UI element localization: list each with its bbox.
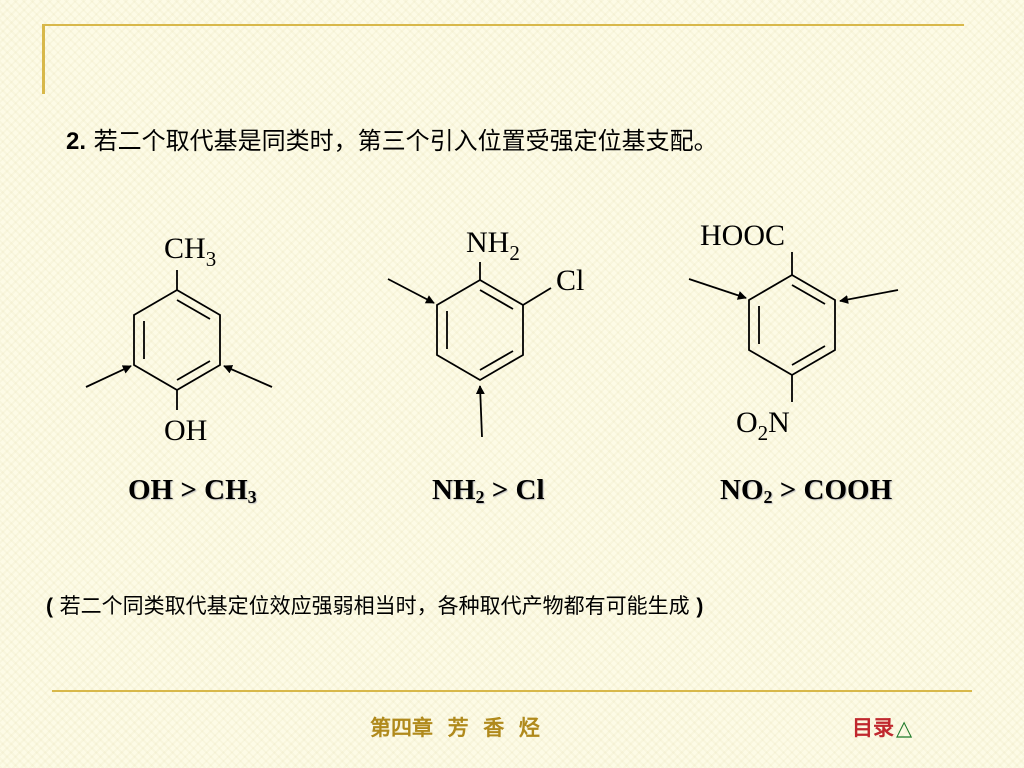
rule-oh-ch3: OH > CH3 — [128, 474, 257, 507]
ring-double-bond — [176, 299, 211, 320]
ring-double-bond — [479, 350, 514, 371]
substitution-arrow — [223, 365, 273, 388]
slide-heading: 2. 若二个取代基是同类时，第三个引入位置受强定位基支配。 — [66, 124, 718, 159]
heading-text: 若二个取代基是同类时，第三个引入位置受强定位基支配。 — [86, 127, 718, 155]
note-text: ( 若二个同类取代基定位效应强弱相当时，各种取代产物都有可能生成 ) — [46, 594, 704, 618]
benzene-ring — [436, 278, 524, 382]
substitution-arrow — [85, 365, 132, 388]
top-bracket-horizontal — [42, 24, 964, 26]
molecule-cresol — [85, 270, 273, 410]
bond-to-chlorine — [522, 287, 552, 306]
m2-top-group: NH2 — [466, 226, 520, 265]
table-of-contents-link[interactable]: 目录△ — [852, 716, 913, 740]
chemical-structures: CH3 OH NH2 Cl HOOC O2N — [85, 219, 899, 447]
rule-no2-cooh: NO2 > COOH — [720, 474, 893, 507]
m2-side-group: Cl — [556, 264, 584, 297]
substitution-arrow — [688, 278, 747, 300]
ring-double-bond — [176, 360, 211, 381]
rule-nh2-cl: NH2 > Cl — [432, 474, 545, 507]
m1-bottom-group: OH — [164, 414, 207, 447]
top-left-bracket-vertical — [42, 26, 45, 94]
m3-top-group: HOOC — [700, 219, 785, 252]
heading-number: 2. — [66, 128, 87, 155]
ring-double-bond — [791, 284, 826, 305]
footer-divider — [52, 690, 972, 692]
m1-top-group: CH3 — [164, 232, 216, 271]
m3-bottom-group: O2N — [736, 406, 790, 445]
substitution-arrow — [475, 385, 485, 438]
ring-double-bond — [791, 345, 826, 366]
molecule-chloroaniline — [387, 262, 552, 438]
footer-chapter-title: 第四章 芳 香 烃 — [370, 716, 540, 740]
triangle-icon: △ — [896, 716, 913, 740]
substitution-arrow — [839, 289, 899, 304]
substitution-arrow — [387, 278, 435, 304]
molecule-nitrobenzoic-acid — [688, 252, 899, 402]
ring-double-bond — [479, 289, 514, 310]
benzene-ring — [748, 273, 836, 377]
benzene-ring — [133, 288, 221, 392]
